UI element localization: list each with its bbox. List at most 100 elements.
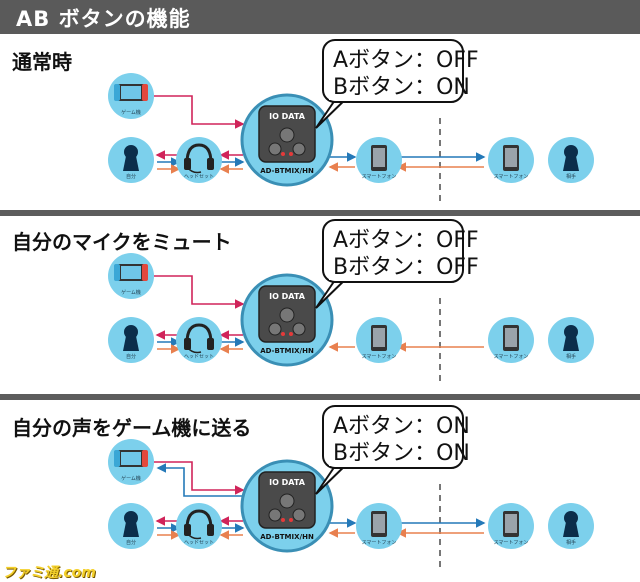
keyhole-person-icon <box>124 145 138 159</box>
callout-box <box>322 405 464 469</box>
callout-box <box>322 39 464 103</box>
game-console-left-joycon <box>114 450 120 467</box>
mixer-knob-left <box>268 508 282 522</box>
remote-smartphone-node: スマートフォン <box>488 317 534 363</box>
io-data-mixer: IO DATA AD-BTMIX/HN <box>240 93 334 187</box>
mixer-model-label: AD-BTMIX/HN <box>260 347 314 355</box>
mixer-brand-label: IO DATA <box>269 292 306 301</box>
mixer-led-left <box>281 332 285 336</box>
remote-smartphone-node: スマートフォン <box>488 503 534 549</box>
game-console-screen <box>121 86 141 99</box>
node-label: スマートフォン <box>362 540 397 546</box>
io-data-mixer: IO DATA AD-BTMIX/HN <box>240 459 334 553</box>
mixer-knob-left <box>268 142 282 156</box>
mixer-knob-right <box>292 322 306 336</box>
header-title: AB ボタンの機能 <box>16 7 191 31</box>
section-title-normal: 通常時 <box>12 50 72 74</box>
mixer-brand-label: IO DATA <box>269 112 306 121</box>
callout-tail-mask <box>329 90 357 100</box>
mixer-model-label: AD-BTMIX/HN <box>260 167 314 175</box>
headset-mic <box>187 347 202 354</box>
mixer-model-label: AD-BTMIX/HN <box>260 533 314 541</box>
node-label: スマートフォン <box>362 174 397 180</box>
game-console-node: ゲーム機 <box>108 253 154 299</box>
node-circle <box>176 317 222 363</box>
button-a-state: Aボタン：ON <box>333 414 470 439</box>
mixer-knob-top <box>279 493 295 509</box>
self-node: 自分 <box>108 503 154 549</box>
headset-mic <box>187 533 202 540</box>
button-b-state: Bボタン：ON <box>333 441 470 466</box>
button-a-state: Aボタン：OFF <box>333 228 479 253</box>
other-person-node: 相手 <box>548 317 594 363</box>
mixer-knob-top <box>279 127 295 143</box>
node-label: 相手 <box>566 539 576 546</box>
node-label: スマートフォン <box>494 174 529 180</box>
io-data-mixer: IO DATA AD-BTMIX/HN <box>240 273 334 367</box>
node-circle <box>176 503 222 549</box>
node-label: ヘッドセット <box>184 174 214 180</box>
keyhole-body <box>123 156 139 171</box>
node-label: 相手 <box>566 173 576 180</box>
mixer-brand-label: IO DATA <box>269 478 306 487</box>
node-label: 自分 <box>126 173 136 180</box>
callout-box <box>322 219 464 283</box>
game-to-mixer-line <box>154 275 245 309</box>
game-console-screen <box>121 452 141 465</box>
section-diagram: ゲーム機自分ヘッドセットスマートフォンスマートフォン相手IO DATAAD-BT… <box>108 219 594 385</box>
smartphone-screen <box>373 328 385 347</box>
mixer-led-right <box>289 152 293 156</box>
game-console-node: ゲーム機 <box>108 439 154 485</box>
game-console-node: ゲーム機 <box>108 73 154 119</box>
node-label: スマートフォン <box>494 540 529 546</box>
mixer-knob-right <box>292 508 306 522</box>
game-console-left-joycon <box>114 84 120 101</box>
section-title-send-voice: 自分の声をゲーム機に送る <box>12 416 252 440</box>
header-bar: AB ボタンの機能 <box>0 0 640 34</box>
section-diagram: ゲーム機自分ヘッドセット スマートフォン スマートフォン 相手 IO DATA AD-BT… <box>108 405 594 571</box>
headset-node: ヘッドセット <box>176 137 222 183</box>
headset-icon <box>185 323 213 344</box>
smartphone-node: スマートフォン <box>356 137 402 183</box>
smartphone-screen <box>505 328 517 347</box>
headset-icon <box>185 143 213 164</box>
headset-right-cup <box>207 338 214 350</box>
smartphone-screen <box>373 514 385 533</box>
self-node: 自分 <box>108 317 154 363</box>
other-person-node: 相手 <box>548 503 594 549</box>
node-label: 自分 <box>126 353 136 360</box>
node-label: ヘッドセット <box>184 354 214 360</box>
smartphone-node: スマートフォン <box>356 317 402 363</box>
mixer-knob-top <box>279 307 295 323</box>
headset-icon <box>185 509 213 530</box>
mixer-led-right <box>289 332 293 336</box>
button-a-state: Aボタン：OFF <box>333 48 479 73</box>
section-title-mute: 自分のマイクをミュート <box>12 230 232 254</box>
callout-tail-mask <box>329 456 357 466</box>
keyhole-body <box>563 336 579 351</box>
node-label: スマートフォン <box>362 354 397 360</box>
keyhole-body <box>563 156 579 171</box>
mixer-knob-right <box>292 142 306 156</box>
headset-right-cup <box>207 158 214 170</box>
node-label: ゲーム機 <box>121 109 141 116</box>
smartphone-screen <box>505 514 517 533</box>
button-b-state: Bボタン：OFF <box>333 255 479 280</box>
node-label: ゲーム機 <box>121 475 141 482</box>
headset-left-cup <box>184 524 191 536</box>
section-divider <box>0 210 640 216</box>
smartphone-node: スマートフォン <box>356 503 402 549</box>
self-node: 自分 <box>108 137 154 183</box>
node-label: ゲーム機 <box>121 289 141 296</box>
mixer-led-left <box>281 518 285 522</box>
node-label: ヘッドセット <box>184 540 214 546</box>
node-circle <box>176 137 222 183</box>
game-to-mixer-line <box>154 95 245 129</box>
section-divider <box>0 394 640 400</box>
watermark: ファミ通.com <box>2 565 96 581</box>
game-console-right-joycon <box>142 84 148 101</box>
keyhole-body <box>123 522 139 537</box>
